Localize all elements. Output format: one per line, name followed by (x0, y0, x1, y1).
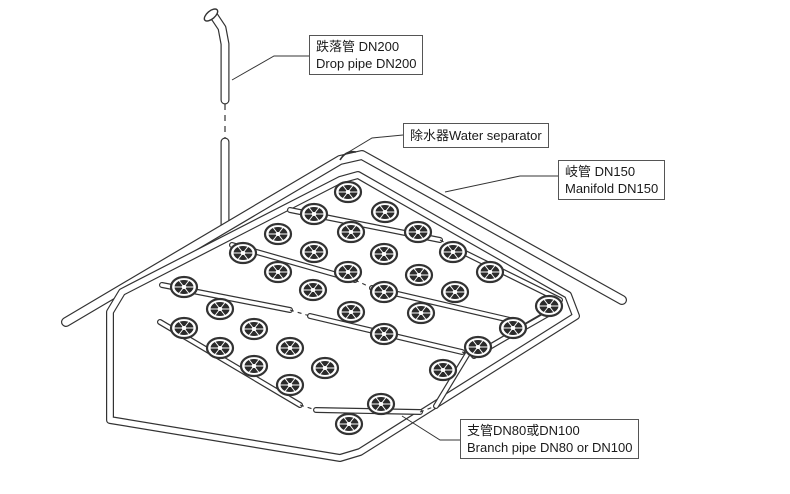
callout-leaders (231, 55, 558, 441)
gate-valve-wheel-8 (336, 220, 366, 244)
gate-valve-wheel-25 (169, 275, 199, 299)
gate-valve-wheel-18 (463, 335, 493, 359)
gate-valve-wheel-35 (334, 412, 364, 436)
drop-pipe-leader (231, 55, 309, 81)
gate-valve-wheel-15 (333, 260, 363, 284)
branch-4-seg-4 (433, 347, 473, 409)
gate-valve-wheel-5 (475, 260, 505, 284)
water-separator-label: 除水器Water separator (403, 123, 549, 148)
gate-valve-wheel-32 (205, 336, 235, 360)
gate-valve-wheel-16 (369, 280, 399, 304)
gate-valve-wheel-3 (403, 220, 433, 244)
gate-valve-wheel-2 (370, 200, 400, 224)
gate-valve-wheel-26 (205, 297, 235, 321)
gate-valve-wheel-34 (275, 373, 305, 397)
branch-pipe-leader (401, 415, 460, 441)
water-separator-label-text: 除水器Water separator (410, 128, 542, 143)
gate-valve-wheel-28 (275, 336, 305, 360)
gate-valve-wheel-11 (440, 280, 470, 304)
drop-pipe-label-en: Drop pipe DN200 (316, 56, 417, 71)
manifold-label: 岐管 DN150 Manifold DN150 (558, 160, 666, 200)
gate-valve-wheel-4 (438, 240, 468, 264)
branch-4 (157, 319, 473, 415)
gate-valve-wheel-20 (263, 260, 293, 284)
gate-valve-wheel-17 (406, 301, 436, 325)
branch-pipe-label-zh: 支管DN80或DN100 (467, 423, 580, 438)
gate-valve-wheel-33 (239, 354, 269, 378)
manifold-label-en: Manifold DN150 (565, 181, 659, 196)
gate-valve-wheel-6 (534, 294, 564, 318)
frame-loop (106, 171, 580, 462)
drop-pipe (203, 8, 230, 231)
drop-pipe-upper (209, 11, 230, 105)
gate-valves (169, 180, 564, 436)
branch-pipe-label-en: Branch pipe DN80 or DN100 (467, 440, 633, 455)
gate-valve-wheel-23 (369, 322, 399, 346)
manifold-label-zh: 岐管 DN150 (565, 164, 636, 179)
gate-valve-wheel-30 (366, 392, 396, 416)
manifold-leader (444, 175, 558, 193)
gate-valve-wheel-19 (228, 241, 258, 265)
gate-valve-wheel-22 (336, 300, 366, 324)
gate-valve-wheel-12 (498, 316, 528, 340)
branch-3-seg-2 (452, 245, 563, 303)
gate-valve-wheel-24 (428, 358, 458, 382)
gate-valve-wheel-10 (404, 263, 434, 287)
gate-valve-wheel-31 (169, 316, 199, 340)
branch-pipe-label: 支管DN80或DN100 Branch pipe DN80 or DN100 (460, 419, 640, 459)
branch-4-seg-2 (313, 407, 423, 415)
gate-valve-wheel-21 (298, 278, 328, 302)
manifold-main (61, 150, 627, 327)
water-separator-leader (341, 134, 404, 157)
drop-pipe-label: 跌落管 DN200 Drop pipe DN200 (309, 35, 424, 75)
gate-valve-wheel-1 (333, 180, 363, 204)
gate-valve-wheel-27 (239, 317, 269, 341)
drop-pipe-flange (203, 8, 219, 22)
gate-valve-wheel-7 (299, 202, 329, 226)
drop-pipe-label-zh: 跌落管 DN200 (316, 39, 400, 54)
gate-valve-wheel-14 (299, 240, 329, 264)
manifold-pipe (61, 150, 627, 462)
gate-valve-wheel-13 (263, 222, 293, 246)
gate-valve-wheel-9 (369, 242, 399, 266)
gate-valve-wheel-29 (310, 356, 340, 380)
